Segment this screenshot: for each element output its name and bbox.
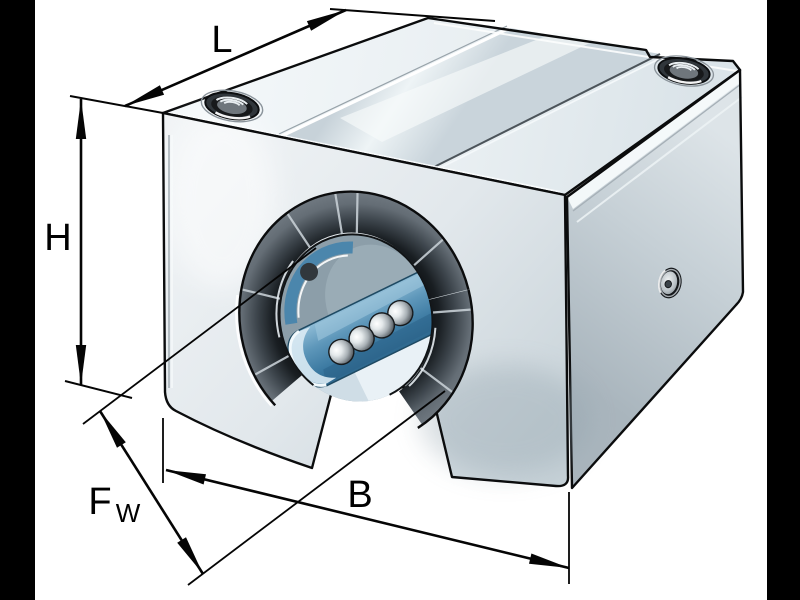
dimension-label-F: F	[88, 481, 111, 523]
arrowhead-L-left	[125, 85, 165, 106]
arrowhead-B-right	[529, 553, 569, 568]
mounting-hole-front	[200, 89, 264, 123]
bearing-balls	[328, 299, 414, 366]
dimension-label-H: H	[44, 217, 71, 259]
right-face	[565, 68, 745, 490]
arrowhead-H-bottom	[75, 345, 87, 385]
slot-notch-outline	[161, 111, 570, 488]
arrowhead-B-left	[166, 470, 206, 485]
dimension-FW: F W	[88, 410, 205, 575]
housing-unit	[161, 16, 745, 490]
dimension-label-L: L	[211, 19, 232, 61]
top-face	[161, 16, 742, 197]
dimension-H: H	[44, 95, 164, 399]
dimension-B: B	[162, 418, 570, 584]
dimension-L: L	[124, 8, 496, 108]
letterbox-right	[767, 0, 800, 600]
dimension-label-F-sub: W	[116, 498, 141, 528]
seal-ring-segments	[241, 191, 473, 394]
mounting-hole-back	[653, 55, 715, 87]
bore-seal-ring	[235, 187, 477, 449]
lube-hole	[657, 267, 683, 299]
arrowhead-H-top	[75, 99, 87, 139]
arrowhead-L-right	[306, 10, 346, 31]
dimension-label-B: B	[347, 474, 372, 516]
arrowhead-FW-top	[100, 411, 126, 448]
arrowhead-FW-bottom	[177, 537, 203, 574]
letterbox-left	[0, 0, 35, 600]
